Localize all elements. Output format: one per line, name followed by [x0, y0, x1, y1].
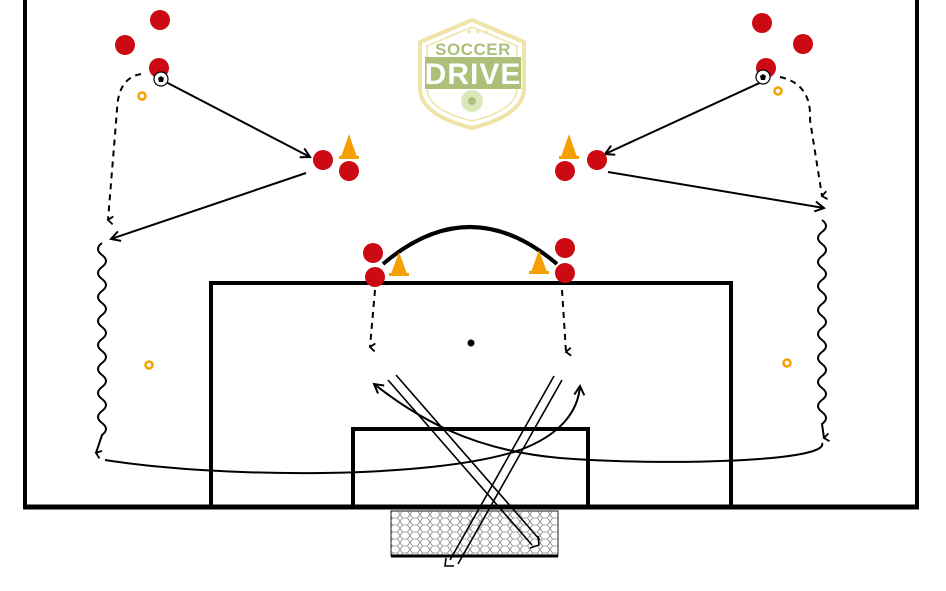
svg-text:★ ★ ★: ★ ★ ★	[466, 28, 489, 36]
pitch	[23, 0, 919, 510]
dashed-runs	[106, 73, 829, 357]
run-arc-left	[368, 289, 376, 353]
markers	[137, 86, 792, 370]
pass-tl-to-wall	[161, 79, 310, 157]
shot-left-head	[529, 535, 540, 549]
balls	[153, 69, 771, 87]
player-arc-left-1	[363, 243, 383, 263]
pass-wall-to-right	[607, 171, 824, 208]
shot-right-a	[449, 375, 555, 561]
cross-from-right	[374, 384, 824, 463]
player-wall-left-2	[339, 161, 359, 181]
shot-left-a	[387, 379, 533, 546]
player-arc-left-2	[365, 267, 385, 287]
pass-wall-to-left	[111, 172, 307, 239]
logo-text-drive: DRIVE	[425, 58, 522, 91]
players	[115, 10, 813, 287]
cross-from-left	[104, 386, 580, 475]
player-tr-2	[793, 34, 813, 54]
marker-mid-right	[782, 358, 792, 368]
penalty-spot	[467, 339, 475, 347]
passes	[111, 79, 824, 239]
penalty-arc	[381, 225, 559, 266]
run-top-right	[779, 76, 829, 200]
dribble-right	[817, 219, 830, 443]
shots	[387, 374, 563, 567]
shot-left-b	[395, 374, 541, 541]
cone-left-wall	[341, 134, 357, 157]
player-tl-2	[115, 35, 135, 55]
shot-right-head	[444, 557, 454, 567]
cone-arc-left	[391, 252, 407, 274]
ball-top-left	[153, 71, 169, 87]
marker-top-right	[773, 86, 783, 96]
logo-text-soccer: SOCCER	[435, 40, 511, 59]
run-top-left	[106, 73, 142, 226]
player-arc-right-1	[555, 238, 575, 258]
cones	[339, 134, 579, 276]
run-arc-right	[561, 289, 572, 357]
dribble-left	[94, 242, 107, 459]
shot-right-b	[457, 379, 563, 565]
player-tr-1	[752, 13, 772, 33]
marker-mid-left	[144, 360, 154, 370]
crosses	[104, 384, 824, 475]
ball-top-right	[755, 69, 771, 85]
player-tl-1	[150, 10, 170, 30]
player-wall-right-2	[555, 161, 575, 181]
player-arc-right-2	[555, 263, 575, 283]
player-wall-left-1	[313, 150, 333, 170]
pass-tr-to-wall	[605, 79, 767, 154]
six-yard-box	[351, 427, 590, 509]
soccer-drive-logo: ★ ★ ★ SOCCER DRIVE	[418, 17, 526, 131]
marker-top-left	[137, 91, 147, 101]
cone-arc-right	[531, 250, 547, 272]
dribbles	[94, 219, 830, 459]
cone-right-wall	[561, 134, 577, 157]
player-wall-right-1	[587, 150, 607, 170]
